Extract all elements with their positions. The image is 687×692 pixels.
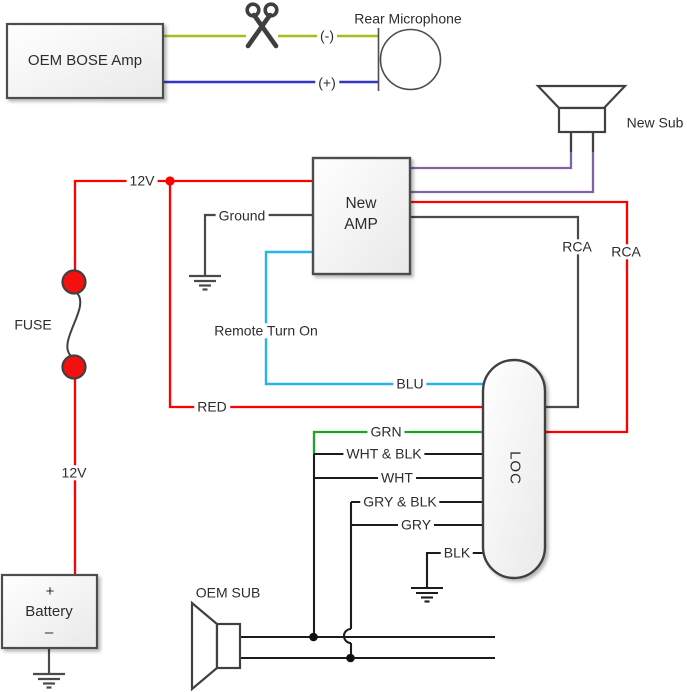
wht-blk-label: WHT & BLK [343, 445, 425, 462]
oem-bose-amp-box [5, 22, 165, 100]
remote-turn-on-wire [264, 250, 483, 386]
remote-turn-on-label: Remote Turn On [211, 322, 321, 339]
fuse-icon [61, 269, 87, 380]
gry-label: GRY [397, 516, 435, 533]
fuse-label: FUSE [14, 316, 52, 333]
oem-sub-speaker-icon [190, 600, 242, 692]
battery-minus-label: – [44, 623, 54, 641]
sub-purple-wires [410, 131, 595, 194]
rca-right-label: RCA [608, 243, 644, 260]
loc-box [481, 358, 547, 580]
scissors-icon [245, 2, 279, 49]
twelve-volt-top-label: 12V [126, 172, 158, 189]
new-amp-label-line2: AMP [344, 216, 378, 233]
grn-label: GRN [367, 423, 405, 440]
new-amp-label-line1: New [345, 195, 377, 212]
new-sub-label: New Sub [626, 114, 684, 131]
rca-dark-wire [410, 215, 580, 409]
new-sub-speaker-icon [535, 84, 628, 134]
blu-label: BLU [393, 375, 427, 392]
mic-negative-label: (-) [317, 27, 337, 44]
twelve-volt-bottom-label: 12V [58, 464, 90, 481]
rear-microphone-label: Rear Microphone [354, 10, 462, 27]
gry-blk-label: GRY & BLK [360, 493, 440, 510]
junction-dots [165, 176, 355, 663]
ground-label: Ground [215, 207, 269, 224]
new-amp-box [311, 156, 412, 276]
mic-positive-label: (+) [315, 74, 339, 91]
battery-plus-label: + [45, 582, 55, 600]
grn-wire [312, 430, 483, 454]
battery-box [0, 573, 99, 650]
wht-label: WHT [378, 469, 416, 486]
oem-sub-label: OEM SUB [195, 584, 261, 601]
rear-microphone-icon [377, 28, 442, 91]
rca-left-label: RCA [559, 238, 595, 255]
blk-label: BLK [440, 544, 474, 561]
oem-bose-amp-label: OEM BOSE Amp [27, 51, 143, 69]
new-amp-label: New AMP [344, 193, 378, 235]
red-label: RED [194, 398, 230, 415]
loc-label: LOC [506, 451, 524, 485]
battery-ground-wire [33, 648, 65, 689]
ground-wire [189, 213, 313, 291]
battery-label: Battery [25, 602, 73, 620]
